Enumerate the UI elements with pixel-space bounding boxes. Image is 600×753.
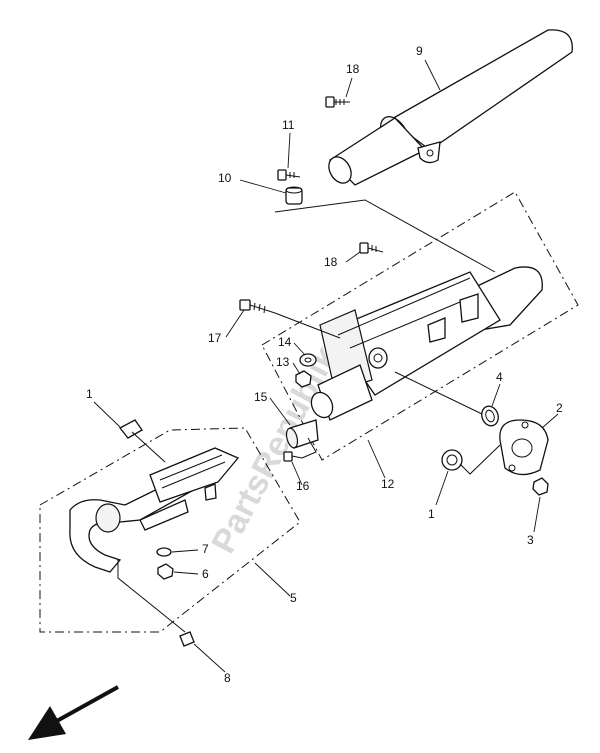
leader-16 bbox=[291, 461, 303, 486]
arrow-down-left-icon bbox=[28, 685, 119, 740]
callout-12: 12 bbox=[381, 477, 395, 491]
callout-9: 9 bbox=[416, 44, 423, 58]
gasket-1-left bbox=[119, 419, 166, 463]
callout-17: 17 bbox=[208, 331, 222, 345]
washer-7 bbox=[156, 547, 172, 557]
bolt-17 bbox=[239, 299, 341, 339]
callout-1b: 1 bbox=[428, 507, 435, 521]
svg-text:PartsRepublik: PartsRepublik bbox=[204, 340, 345, 560]
gasket-1-right bbox=[441, 449, 463, 471]
callout-1a: 1 bbox=[86, 387, 93, 401]
leader-14 bbox=[293, 342, 306, 356]
link-gasket1-flange2 bbox=[459, 444, 501, 475]
nut-3 bbox=[532, 477, 549, 496]
bolt-16 bbox=[283, 451, 303, 462]
leader-13 bbox=[292, 362, 301, 375]
callout-8: 8 bbox=[224, 671, 231, 685]
exhaust-pipe-assembly-outline bbox=[39, 427, 301, 633]
watermark-logo: PartsRepublik bbox=[204, 340, 345, 560]
leader-12 bbox=[367, 439, 386, 479]
leader-1a bbox=[93, 401, 121, 428]
leader-18a bbox=[345, 77, 353, 98]
callout-6: 6 bbox=[202, 567, 209, 581]
bolt-11 bbox=[277, 169, 301, 181]
leader-11 bbox=[287, 132, 291, 169]
leader-9 bbox=[424, 59, 441, 91]
main-muffler bbox=[310, 266, 543, 421]
muffler-assembly-outline bbox=[261, 191, 579, 461]
clamp-8 bbox=[179, 631, 195, 647]
upper-muffler bbox=[328, 29, 573, 186]
sleeve-15 bbox=[285, 419, 319, 449]
leader-8 bbox=[193, 643, 226, 673]
exhaust-pipe bbox=[69, 447, 240, 573]
callout-5: 5 bbox=[290, 591, 297, 605]
leader-2 bbox=[541, 413, 559, 429]
washer-14 bbox=[299, 353, 317, 367]
bolt-18-upper bbox=[325, 96, 350, 108]
spacer-10 bbox=[285, 186, 303, 205]
leader-17 bbox=[225, 309, 245, 338]
callout-16: 16 bbox=[296, 479, 310, 493]
callout-13: 13 bbox=[276, 355, 290, 369]
nut-6 bbox=[157, 563, 174, 580]
callout-4: 4 bbox=[496, 370, 503, 384]
link-15-16 bbox=[301, 437, 317, 459]
leader-5 bbox=[254, 562, 291, 597]
callout-10: 10 bbox=[218, 171, 232, 185]
callout-11: 11 bbox=[282, 118, 295, 132]
callout-18a: 18 bbox=[346, 62, 360, 76]
flange-2 bbox=[499, 419, 549, 476]
callout-14: 14 bbox=[278, 335, 292, 349]
bolt-18-lower bbox=[359, 242, 384, 254]
leader-1b bbox=[435, 470, 449, 506]
link-pipe-clamp8 bbox=[117, 560, 186, 633]
leader-10 bbox=[239, 179, 287, 194]
gasket-4 bbox=[481, 405, 499, 427]
leader-6 bbox=[173, 571, 199, 575]
upper-link-line bbox=[274, 199, 496, 273]
leader-7 bbox=[171, 549, 199, 553]
link-muffler-gasket4 bbox=[394, 371, 483, 415]
callout-15: 15 bbox=[254, 390, 268, 404]
nut-13 bbox=[295, 370, 312, 388]
callout-3: 3 bbox=[527, 533, 534, 547]
callout-2: 2 bbox=[556, 401, 563, 415]
leader-18b bbox=[345, 251, 361, 263]
callout-7: 7 bbox=[202, 542, 209, 556]
leader-3 bbox=[533, 496, 541, 533]
callout-18b: 18 bbox=[324, 255, 338, 269]
leader-4 bbox=[491, 383, 501, 407]
leader-15 bbox=[269, 397, 291, 426]
